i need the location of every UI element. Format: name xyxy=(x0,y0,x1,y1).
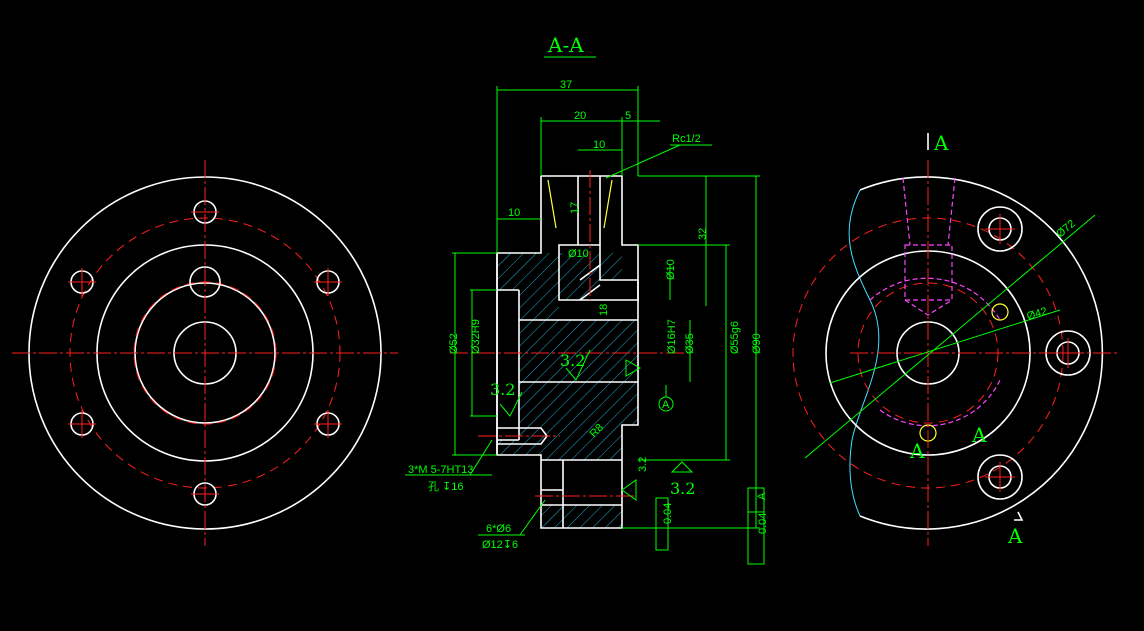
svg-text:Ø32H9: Ø32H9 xyxy=(470,319,482,354)
svg-text:17: 17 xyxy=(569,202,581,214)
svg-text:Ø90: Ø90 xyxy=(751,333,763,354)
left-view xyxy=(12,160,398,546)
svg-text:3.2: 3.2 xyxy=(670,479,695,498)
svg-text:A: A xyxy=(662,399,670,411)
svg-text:0.04: 0.04 xyxy=(662,503,674,524)
svg-text:A: A xyxy=(756,492,768,500)
svg-text:Ø42: Ø42 xyxy=(1025,305,1048,323)
svg-text:10: 10 xyxy=(593,139,605,151)
break-line xyxy=(848,189,880,517)
svg-text:Ø16H7: Ø16H7 xyxy=(666,319,678,354)
svg-text:A: A xyxy=(1007,524,1023,548)
svg-text:0.04: 0.04 xyxy=(757,513,769,534)
svg-text:Ø52: Ø52 xyxy=(448,333,460,354)
svg-text:A: A xyxy=(933,131,949,155)
section-title: A-A xyxy=(547,33,584,57)
svg-text:10: 10 xyxy=(508,207,520,219)
svg-text:18: 18 xyxy=(598,304,610,316)
svg-text:A: A xyxy=(909,439,925,463)
svg-text:37: 37 xyxy=(560,79,572,91)
svg-text:Ø10: Ø10 xyxy=(568,248,589,260)
right-view: A Ø72 Ø42 A A A xyxy=(792,131,1120,548)
svg-text:3.2: 3.2 xyxy=(637,457,649,472)
svg-text:孔 ↧16: 孔 ↧16 xyxy=(428,480,464,493)
svg-text:Rc1/2: Rc1/2 xyxy=(672,133,701,145)
svg-text:6*Ø6: 6*Ø6 xyxy=(486,523,511,535)
svg-text:3.2: 3.2 xyxy=(560,351,585,370)
svg-text:5: 5 xyxy=(625,110,631,122)
svg-text:Ø35: Ø35 xyxy=(684,333,696,354)
svg-text:Ø55g6: Ø55g6 xyxy=(729,321,741,354)
svg-text:3*M 5-7HT13: 3*M 5-7HT13 xyxy=(408,464,473,476)
section-view: A-A xyxy=(405,33,769,565)
svg-text:Ø12↧6: Ø12↧6 xyxy=(482,539,518,551)
svg-text:A: A xyxy=(971,423,987,447)
svg-text:32: 32 xyxy=(697,228,709,240)
svg-text:20: 20 xyxy=(574,110,586,122)
svg-text:Ø10: Ø10 xyxy=(665,259,677,280)
svg-text:3.2: 3.2 xyxy=(490,380,515,399)
